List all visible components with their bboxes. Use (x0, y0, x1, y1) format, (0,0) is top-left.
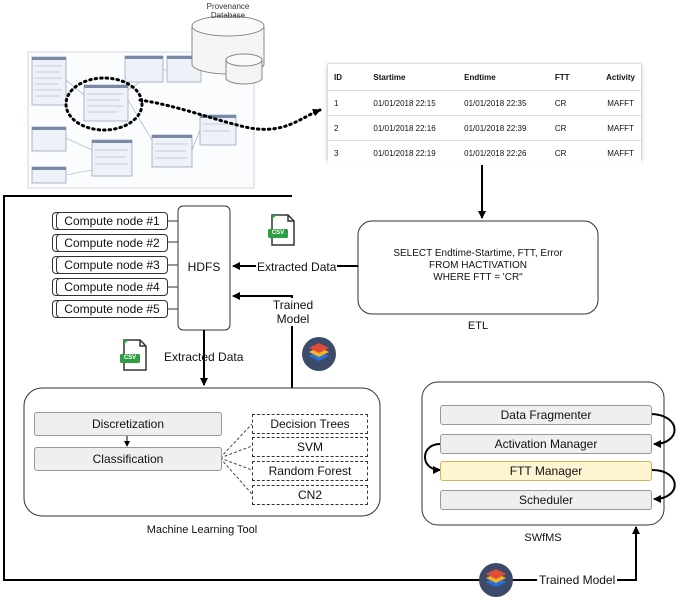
swfms-label: SWfMS (524, 532, 562, 544)
csv-label: CSV (271, 230, 285, 236)
column-header: Activity (606, 72, 635, 82)
table-cell: CR (548, 140, 601, 165)
ftt-manager: FTT Manager (440, 461, 652, 481)
ml-tool-label: Machine Learning Tool (146, 524, 258, 536)
algorithm-connectors (219, 423, 253, 495)
etl-label: ETL (467, 320, 489, 332)
activation-manager: Activation Manager (440, 434, 652, 454)
trained-model-loop (3, 195, 640, 581)
table-row: 1 01/01/2018 22:15 01/01/2018 22:35 CR M… (328, 90, 641, 116)
dotted-connector (138, 98, 322, 131)
table-cell: 2 (328, 115, 368, 141)
algorithm-svm: SVM (252, 437, 368, 457)
compute-node: Compute node #3 (56, 256, 168, 274)
etl-query: SELECT Endtime-Startime, FTT, Error FROM… (393, 248, 563, 283)
csv-file-icon (120, 339, 147, 371)
table-cell: 01/01/2018 22:35 (458, 90, 549, 116)
column-header: Endtime (464, 72, 496, 82)
data-fragmenter: Data Fragmenter (440, 405, 652, 425)
table-row: 3 01/01/2018 22:19 01/01/2018 22:26 CR M… (328, 140, 641, 165)
algorithm-cn2: CN2 (252, 485, 368, 505)
table-cell: 01/01/2018 22:26 (458, 140, 549, 165)
table-row: 2 01/01/2018 22:16 01/01/2018 22:39 CR M… (328, 115, 641, 141)
table-cell: 01/01/2018 22:16 (367, 115, 459, 141)
node-hdfs-connectors (166, 220, 178, 310)
table-cell: 1 (328, 90, 368, 116)
column-header: ID (334, 72, 342, 82)
database-label: Provenance Database (206, 2, 250, 20)
table-cell: CR (548, 90, 601, 116)
table-cell: MAFFT (600, 90, 641, 116)
table-cell: 01/01/2018 22:39 (458, 115, 549, 141)
compute-node: Compute node #5 (56, 300, 168, 318)
compute-node: Compute node #1 (56, 212, 168, 230)
discretization-step: Discretization (34, 412, 222, 436)
classification-step: Classification (34, 447, 222, 471)
column-header: FTT (554, 72, 570, 82)
table-header-row: ID Startime Endtime FTT Activity (328, 64, 641, 91)
layers-icon (479, 563, 513, 597)
csv-label: CSV (123, 355, 137, 361)
highlight-ellipse (64, 76, 144, 132)
hdfs-label: HDFS (187, 260, 221, 274)
table-cell: MAFFT (600, 140, 641, 165)
table-cell: 01/01/2018 22:15 (367, 90, 459, 116)
column-header: Startime (373, 72, 406, 82)
compute-node: Compute node #2 (56, 234, 168, 252)
csv-file-icon (268, 214, 295, 246)
trained-model-label: Trained Model (537, 573, 618, 587)
compute-node: Compute node #4 (56, 278, 168, 296)
table-cell: MAFFT (600, 115, 641, 141)
algorithm-random-forest: Random Forest (252, 461, 368, 481)
layers-icon (302, 337, 336, 371)
algorithm-decision-trees: Decision Trees (252, 414, 368, 434)
etl-box (357, 220, 599, 315)
table-cell: CR (548, 115, 601, 141)
database-cylinder-icon (191, 15, 265, 85)
table-cell: 01/01/2018 22:19 (367, 140, 459, 165)
extracted-data-label: Extracted Data (164, 350, 244, 364)
table-cell: 3 (328, 140, 368, 165)
trained-model-label: Trained Model (268, 298, 318, 326)
activation-table: ID Startime Endtime FTT Activity 1 01/01… (328, 64, 641, 165)
scheduler: Scheduler (440, 490, 652, 510)
extracted-data-label: Extracted Data (256, 260, 338, 274)
